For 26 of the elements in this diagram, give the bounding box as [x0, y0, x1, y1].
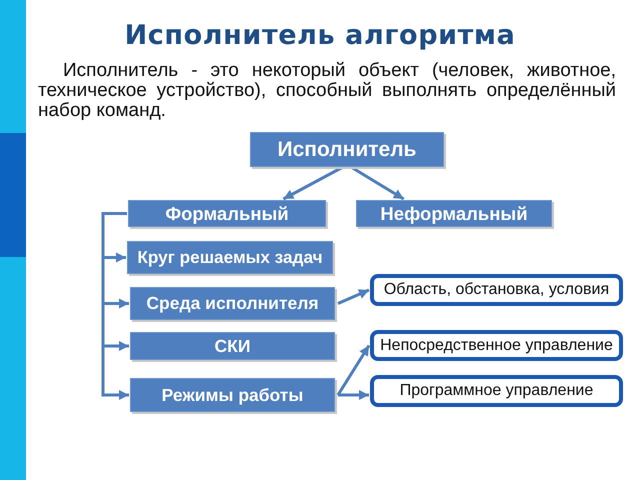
rounded-box — [370, 274, 623, 306]
node-label: Круг решаемых задач — [137, 247, 323, 268]
node-label: СКИ — [214, 336, 250, 356]
process-box — [356, 200, 552, 227]
arrow — [338, 390, 369, 400]
node-label: Неформальный — [380, 202, 528, 224]
node-label: Непосредственное управление — [380, 336, 613, 354]
node-label: Формальный — [165, 202, 289, 224]
process-box — [130, 378, 335, 412]
title: Исполнитель алгоритма — [124, 19, 516, 53]
process-box — [130, 332, 335, 360]
node-label: Область, обстановка, условия — [384, 281, 610, 299]
process-box — [127, 241, 333, 274]
rounded-box — [370, 330, 623, 361]
node-label: Исполнитель — [278, 138, 416, 162]
arrow — [336, 344, 370, 396]
arrow — [102, 212, 129, 400]
process-box — [130, 287, 335, 320]
rounded-box — [370, 375, 623, 407]
node-label: Среда исполнителя — [146, 293, 319, 314]
process-box — [250, 132, 444, 167]
definition-text: Исполнитель - это некоторый объект (человек, животное, техническое устройство), способный выполнять определённый набор команд. — [38, 61, 616, 121]
arrow — [337, 288, 370, 305]
node-label: Программное управление — [400, 382, 594, 400]
node-label: Режимы работы — [162, 384, 304, 406]
process-box — [128, 200, 326, 227]
